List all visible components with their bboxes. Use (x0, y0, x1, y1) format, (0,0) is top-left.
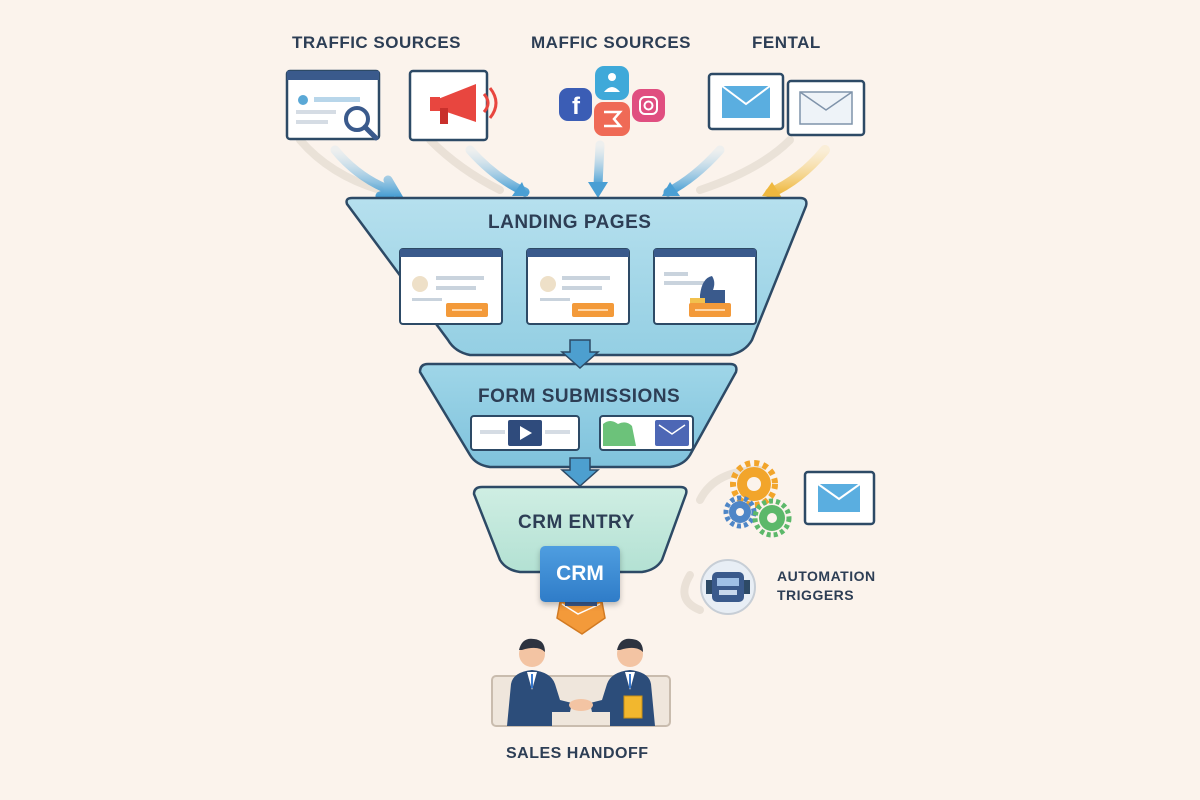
landing-page-window-2 (526, 248, 630, 325)
header-fental: FENTAL (752, 33, 821, 52)
svg-text:f: f (572, 93, 581, 120)
crm-tray-icon (556, 600, 606, 635)
stage-title-landing-pages: LANDING PAGES (488, 212, 652, 233)
landing-page-window-3 (653, 248, 757, 325)
feedback-form-widget (599, 415, 694, 451)
handshake-icon (491, 638, 671, 727)
funnel-stage-crm-entry (472, 485, 688, 574)
header-maffic-sources: MAFFIC SOURCES (531, 33, 691, 52)
stage-title-form-submissions: FORM SUBMISSIONS (478, 386, 681, 407)
swoosh-decorations (296, 136, 794, 614)
header-traffic-sources: TRAFFIC SOURCES (292, 33, 461, 52)
sales-handoff-label: SALES HANDOFF (506, 745, 649, 762)
envelope-icon-2 (786, 79, 866, 137)
stage-title-crm-entry: CRM ENTRY (518, 512, 635, 533)
robot-icon (700, 559, 756, 615)
automation-triggers-label: AUTOMATION TRIGGERS (777, 567, 876, 605)
landing-page-window-1 (399, 248, 503, 325)
social-icons-cluster: f (559, 66, 665, 136)
automation-label-line-2: TRIGGERS (777, 587, 855, 603)
automation-label-line-1: AUTOMATION (777, 568, 876, 584)
gears-icon (723, 460, 792, 538)
envelope-icon (707, 72, 785, 131)
crm-badge: CRM (540, 546, 620, 602)
video-form-widget (470, 415, 580, 451)
automation-envelope-icon (803, 470, 876, 526)
inflow-arrows (330, 140, 830, 201)
search-window-icon (285, 69, 381, 141)
megaphone-icon (408, 69, 498, 142)
stage-down-arrows (560, 339, 600, 488)
